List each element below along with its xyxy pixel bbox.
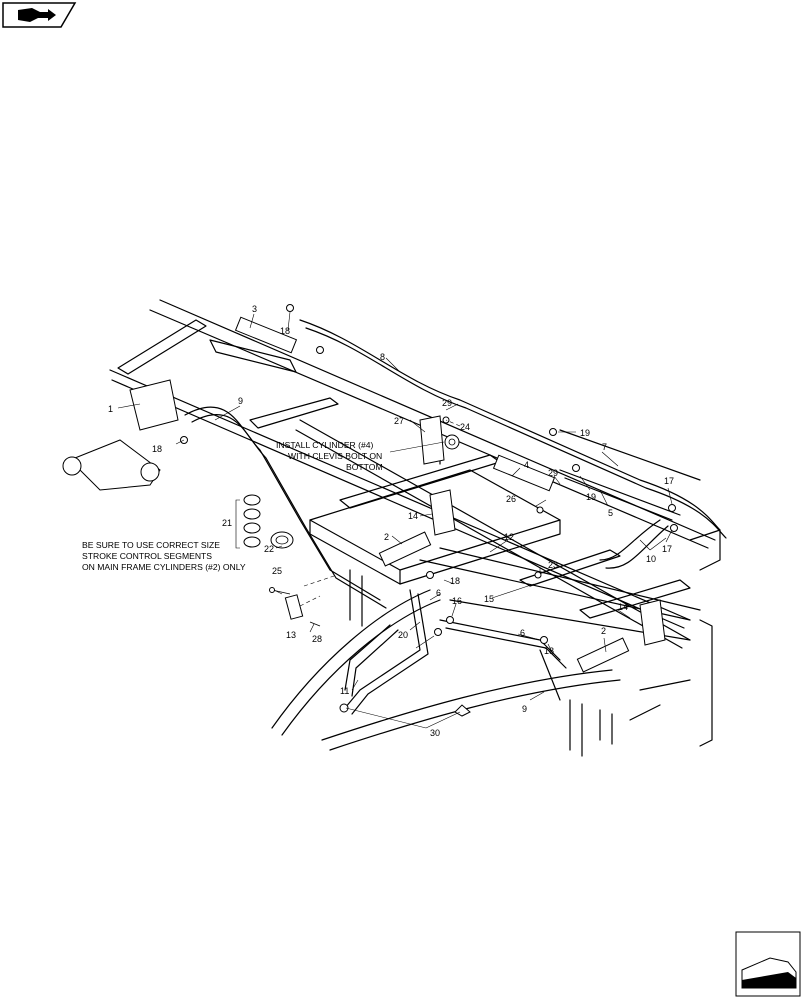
callout-18: 18: [544, 646, 554, 656]
callout-14: 14: [408, 511, 418, 521]
callout-9: 9: [522, 704, 527, 714]
stroke-control-note: BE SURE TO USE CORRECT SIZE STROKE CONTR…: [82, 540, 246, 572]
callout-6: 6: [436, 588, 441, 598]
leader-lines: [117, 311, 673, 729]
callout-13: 13: [286, 630, 296, 640]
callout-14: 14: [618, 602, 628, 612]
callout-20: 20: [398, 630, 408, 640]
callout-18: 18: [450, 576, 460, 586]
callout-15: 15: [484, 594, 494, 604]
callout-17: 17: [662, 544, 672, 554]
callout-18: 18: [152, 444, 162, 454]
callout-7: 7: [602, 442, 607, 452]
callout-10: 10: [646, 554, 656, 564]
install-note-line-2: WITH CLEVIS BOLT ON: [288, 451, 382, 461]
stroke-note-line-3: ON MAIN FRAME CYLINDERS (#2) ONLY: [82, 562, 246, 572]
stroke-note-line-2: STROKE CONTROL SEGMENTS: [82, 551, 212, 561]
callout-25: 25: [272, 566, 282, 576]
callout-12: 12: [504, 532, 514, 542]
callout-numbers: 1 2 2 3 4 5 6 6 7 8 9 9 10 11 12 13 14 1…: [108, 304, 674, 738]
callout-8: 8: [380, 352, 385, 362]
install-note-line-1: INSTALL CYLINDER (#4): [276, 440, 374, 450]
frame-drawing: [109, 299, 721, 757]
page-turn-icon[interactable]: [735, 931, 801, 997]
callout-5: 5: [608, 508, 613, 518]
callout-21: 21: [222, 518, 232, 528]
callout-2: 2: [601, 626, 606, 636]
callout-2: 2: [384, 532, 389, 542]
callout-1: 1: [108, 404, 113, 414]
callout-6: 6: [520, 628, 525, 638]
stroke-note-line-1: BE SURE TO USE CORRECT SIZE: [82, 540, 220, 550]
callout-27: 27: [394, 416, 404, 426]
callout-22: 22: [264, 544, 274, 554]
callout-19: 19: [586, 492, 596, 502]
install-cylinder-note: INSTALL CYLINDER (#4) WITH CLEVIS BOLT O…: [276, 440, 383, 472]
callout-26: 26: [506, 494, 516, 504]
callout-30: 30: [430, 728, 440, 738]
callout-29: 29: [548, 468, 558, 478]
callout-18: 18: [280, 326, 290, 336]
hoses: [184, 319, 727, 715]
callout-9: 9: [238, 396, 243, 406]
callout-17: 17: [664, 476, 674, 486]
callout-23: 23: [548, 560, 558, 570]
install-note-line-3: BOTTOM: [346, 462, 383, 472]
callout-16: 16: [452, 596, 462, 606]
callout-19: 19: [580, 428, 590, 438]
book-arrow-icon[interactable]: [2, 2, 77, 28]
callout-24: 24: [460, 422, 470, 432]
callout-28: 28: [312, 634, 322, 644]
callout-4: 4: [524, 460, 529, 470]
callout-3: 3: [252, 304, 257, 314]
callout-29: 29: [442, 398, 452, 408]
components: [62, 304, 678, 717]
callout-11: 11: [340, 686, 349, 696]
